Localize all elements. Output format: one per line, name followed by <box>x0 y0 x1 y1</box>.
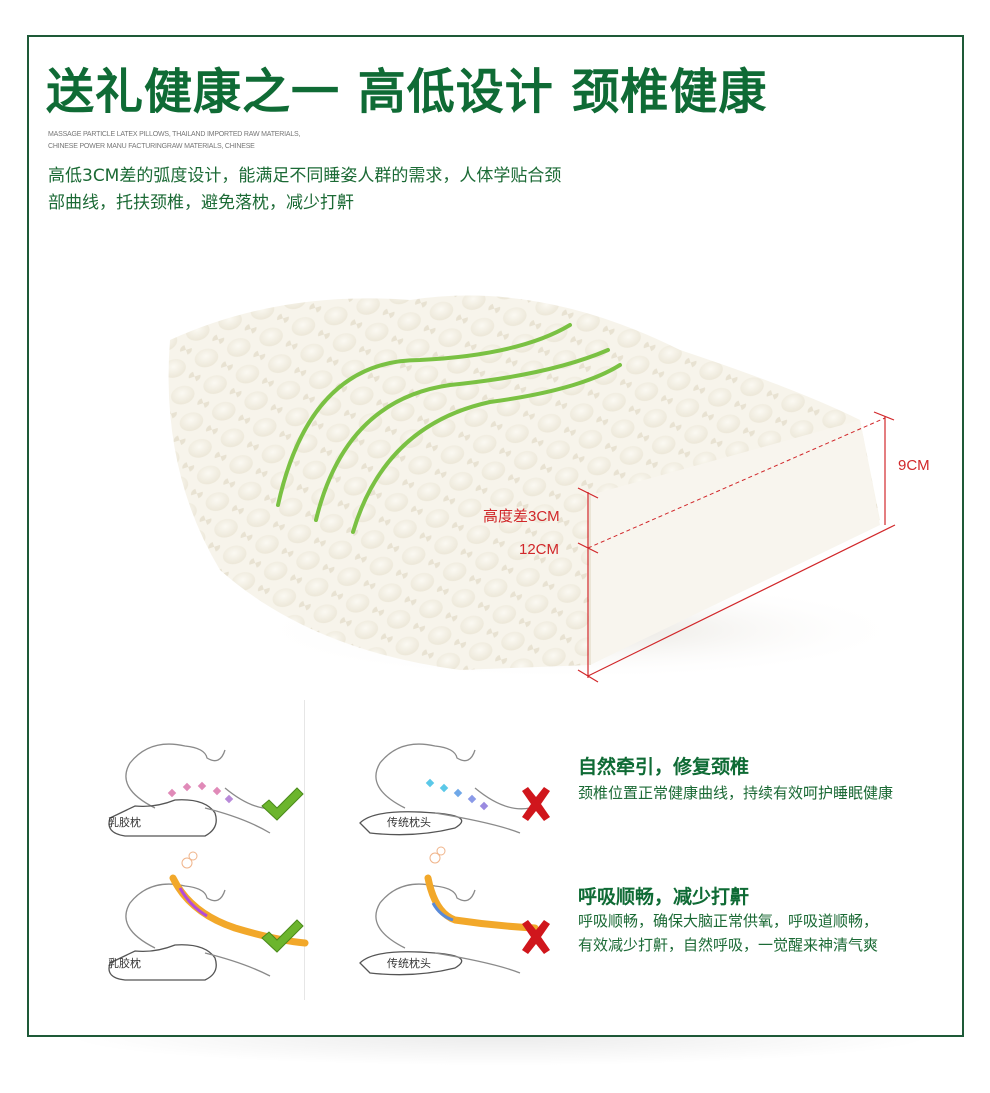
feature-heading-traction: 自然牵引，修复颈椎 <box>578 756 750 778</box>
comparison-divider <box>304 700 305 1000</box>
check-icon <box>261 787 304 821</box>
description-line1: 高低3CM差的弧度设计，能满足不同睡姿人群的需求，人体学贴合颈 <box>48 166 562 186</box>
description: 高低3CM差的弧度设计，能满足不同睡姿人群的需求，人体学贴合颈 部曲线，托扶颈椎… <box>48 163 668 217</box>
english-subtitle-line2: CHINESE POWER MANU FACTURINGRAW MATERIAL… <box>48 143 255 150</box>
high-side-label: 12CM <box>519 541 560 558</box>
latex-pillow-label-top: 乳胶枕 <box>108 816 141 829</box>
comparison-diagrams <box>108 743 539 981</box>
page-title: 送礼健康之一 高低设计 颈椎健康 <box>46 64 768 120</box>
cross-icon <box>522 920 550 954</box>
traditional-pillow-label-top: 传统枕头 <box>387 816 431 829</box>
english-subtitle: MASSAGE PARTICLE LATEX PILLOWS, THAILAND… <box>48 129 300 153</box>
feature-heading-breathing: 呼吸顺畅，减少打鼾 <box>578 886 750 908</box>
feature-text-breathing-line1: 呼吸顺畅，确保大脑正常供氧，呼吸道顺畅， <box>578 912 879 930</box>
traditional-pillow-label-bottom: 传统枕头 <box>387 957 431 970</box>
description-line2: 部曲线，托扶颈椎，避免落枕，减少打鼾 <box>48 193 354 213</box>
feature-text-breathing-line2: 有效减少打鼾，自然呼吸，一觉醒来神清气爽 <box>578 936 879 954</box>
frame-shadow <box>60 1036 940 1066</box>
latex-pillow-label-bottom: 乳胶枕 <box>108 957 141 970</box>
check-icon <box>261 919 304 953</box>
height-diff-label: 高度差3CM <box>483 508 560 525</box>
pillow-illustration <box>168 295 900 683</box>
feature-text-traction: 颈椎位置正常健康曲线，持续有效呵护睡眠健康 <box>578 784 894 802</box>
english-subtitle-line1: MASSAGE PARTICLE LATEX PILLOWS, THAILAND… <box>48 131 301 138</box>
low-side-label: 9CM <box>898 457 930 474</box>
cross-icon <box>522 787 550 821</box>
